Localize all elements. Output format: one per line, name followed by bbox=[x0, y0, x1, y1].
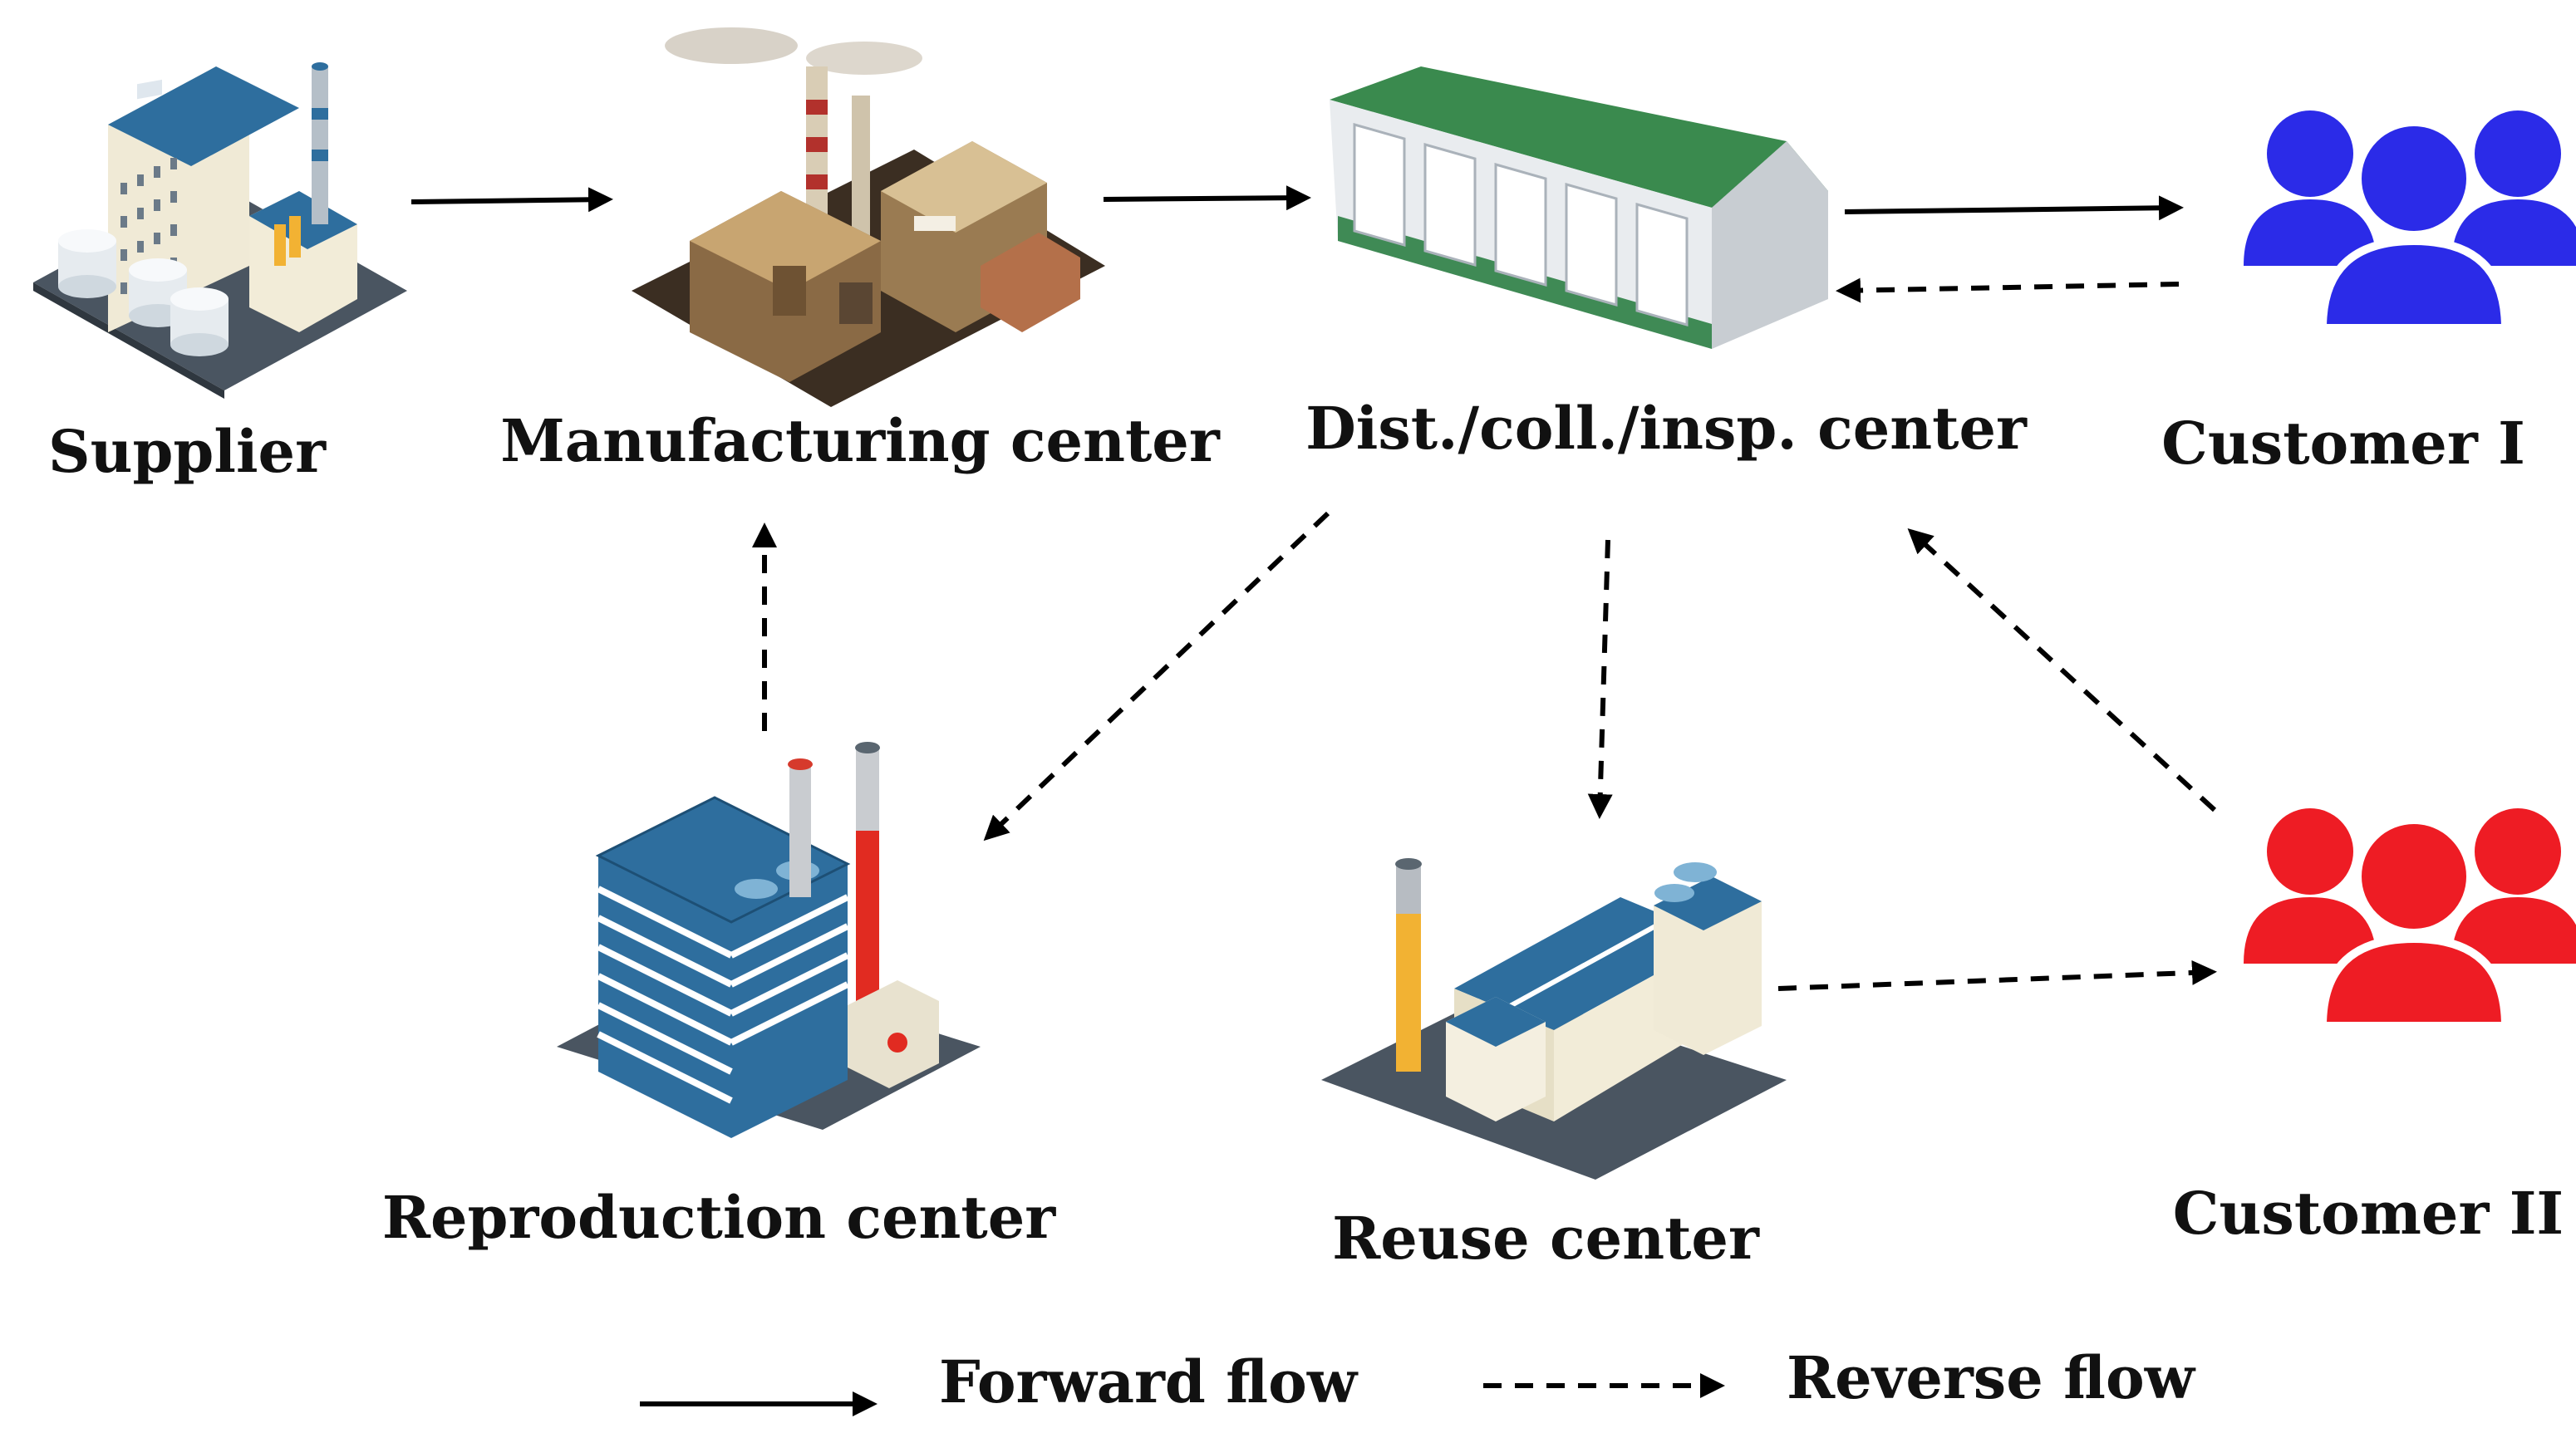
warehouse-icon bbox=[1330, 66, 1828, 349]
customer2-label: Customer II bbox=[2173, 1179, 2564, 1248]
customer-group-icon bbox=[2244, 110, 2576, 332]
reuse-factory-icon bbox=[1321, 858, 1787, 1180]
legend-reverse-label: Reverse flow bbox=[1787, 1343, 2196, 1412]
supplier-factory-icon bbox=[33, 62, 407, 399]
edge-customer1-to-distribution bbox=[1836, 277, 2180, 303]
reproduction-label: Reproduction center bbox=[382, 1183, 1056, 1252]
customer1-label: Customer I bbox=[2161, 409, 2525, 478]
edge-manufacturing-to-distribution bbox=[1103, 185, 1311, 211]
edge-distribution-to-reproduction bbox=[983, 511, 1330, 842]
edge-supplier-to-manufacturing bbox=[410, 187, 613, 213]
reproduction-factory-icon bbox=[557, 742, 981, 1138]
reuse-label: Reuse center bbox=[1332, 1204, 1760, 1273]
legend-forward-label: Forward flow bbox=[939, 1347, 1359, 1416]
edge-distribution-to-customer1 bbox=[1844, 195, 2184, 221]
legend: Forward flow Reverse flow bbox=[640, 1343, 2196, 1416]
edge-customer2-to-distribution bbox=[1907, 528, 2217, 812]
manufacturing-plant-icon bbox=[632, 27, 1105, 407]
flow-arrows bbox=[410, 185, 2217, 991]
edge-reuse-to-customer2 bbox=[1777, 959, 2217, 991]
edge-distribution-to-reuse bbox=[1587, 539, 1613, 819]
distribution-label: Dist./coll./insp. center bbox=[1305, 394, 2028, 463]
manufacturing-label: Manufacturing center bbox=[500, 406, 1221, 475]
customer-group-icon bbox=[2244, 808, 2576, 1030]
supplier-label: Supplier bbox=[48, 417, 327, 486]
